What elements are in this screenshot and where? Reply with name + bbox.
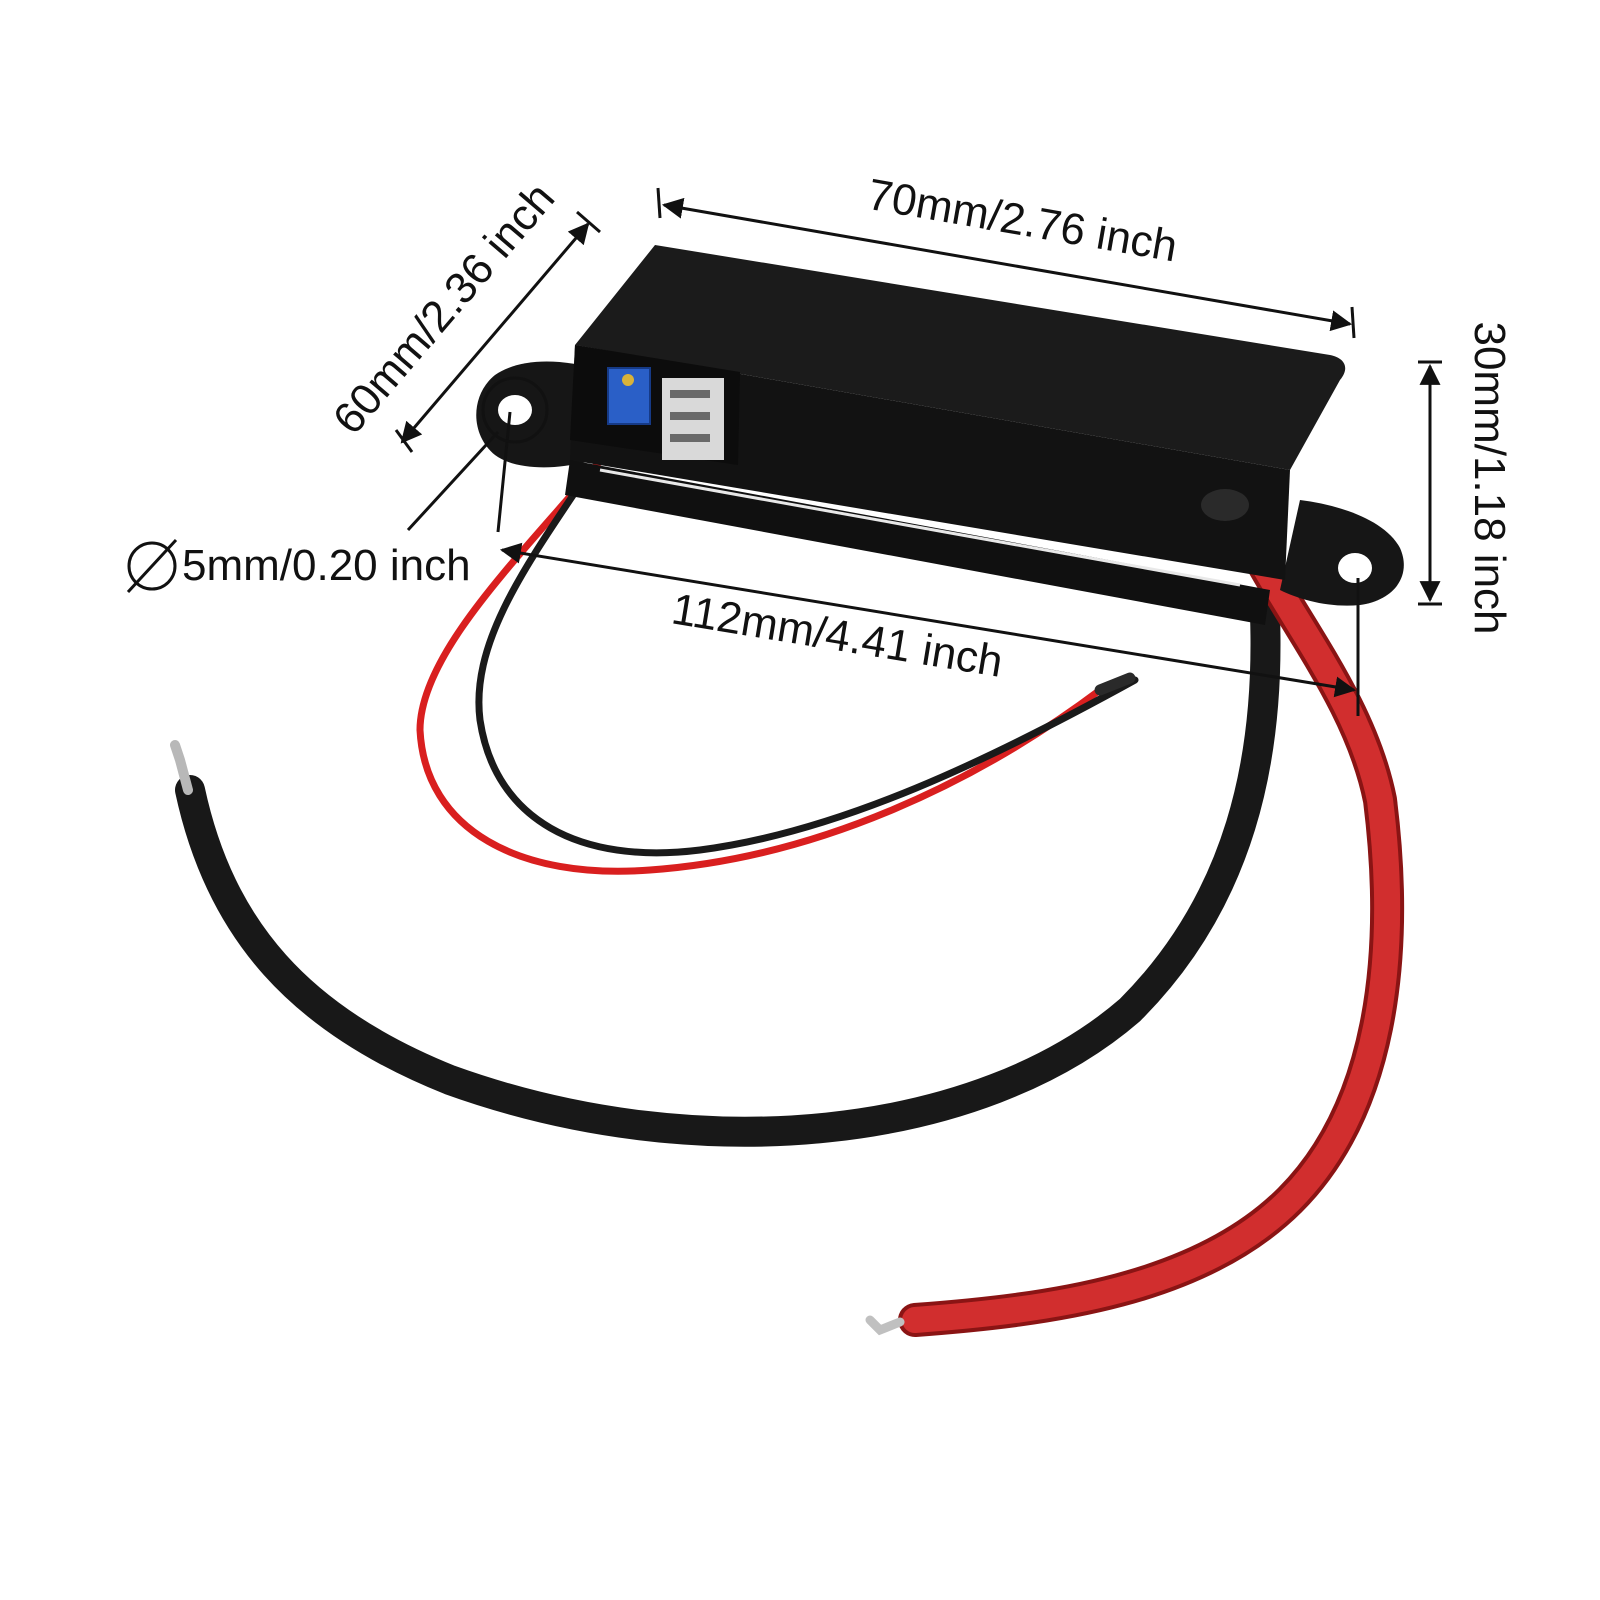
right-mounting-hole (1338, 553, 1372, 583)
red-wire-stripped-tip (865, 1315, 905, 1336)
hole-diameter-label: 5mm/0.20 inch (182, 541, 471, 590)
hole-callout-circle (481, 376, 549, 444)
length-top-label: 70mm/2.76 inch (864, 170, 1181, 272)
diameter-icon (126, 538, 178, 594)
cable-grommet (1201, 489, 1249, 521)
dimension-lines (394, 187, 1442, 716)
left-mounting-hole (498, 395, 532, 425)
right-mounting-ear (1280, 500, 1404, 606)
overall-length-label: 112mm/4.41 inch (668, 585, 1006, 687)
height-right-label: 30mm/1.18 inch (1465, 321, 1514, 634)
housing-front (570, 345, 1290, 580)
black-wire-stripped-tip (170, 740, 193, 795)
thin-red-wire (416, 428, 1104, 875)
long-black-wire (175, 600, 1281, 1147)
